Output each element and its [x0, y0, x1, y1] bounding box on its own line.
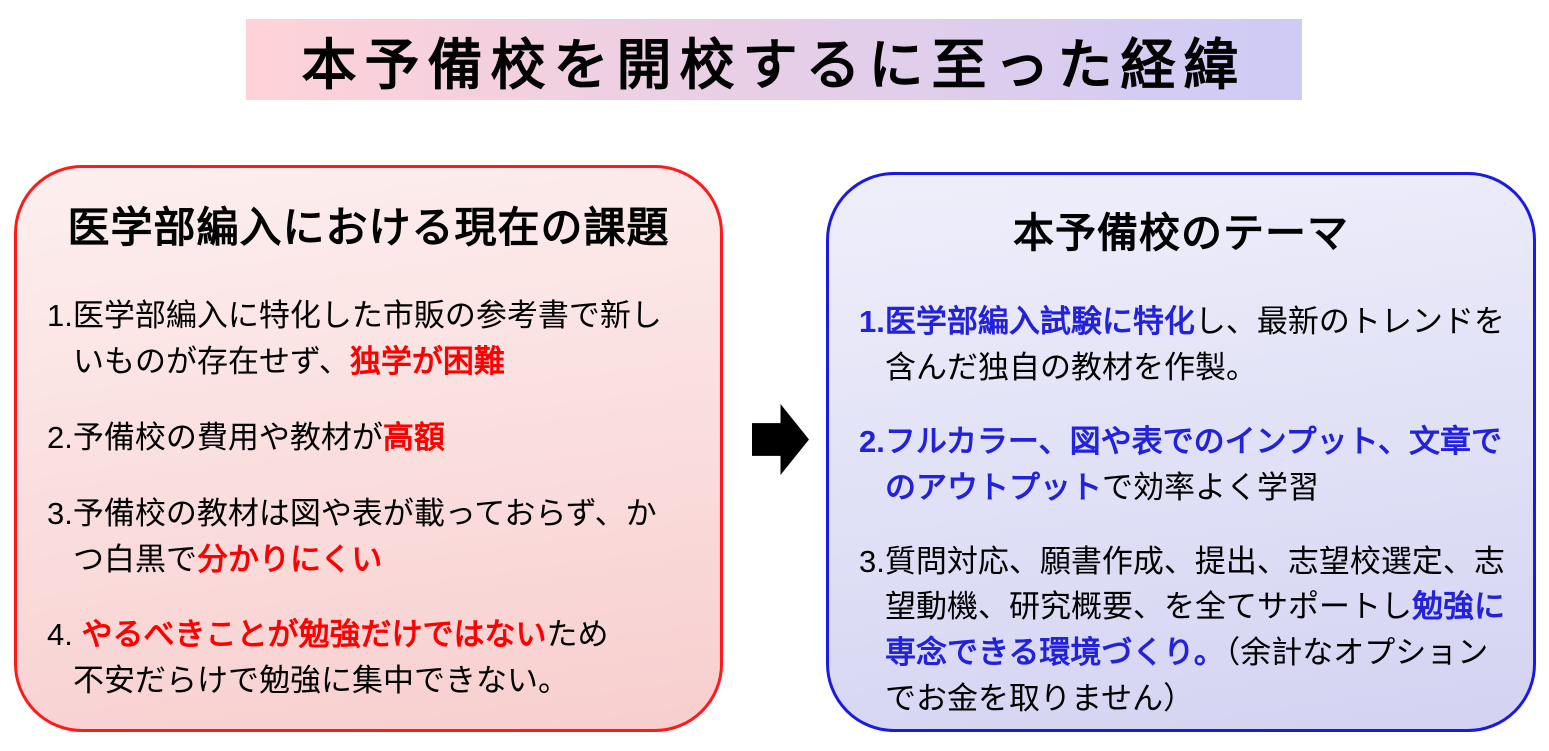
- plain-text: 3.予備校の教材は図や表が載っておらず、か つ白黒で: [47, 495, 657, 577]
- emphasis-text: 分かりにくい: [197, 541, 383, 577]
- problem-item-1: 1.医学部編入に特化した市販の参考書で新し いものが存在せず、独学が困難: [47, 293, 712, 385]
- problems-card: 医学部編入における現在の課題 1.医学部編入に特化した市販の参考書で新し いもの…: [14, 165, 723, 732]
- theme-item-1: 1.医学部編入試験に特化し、最新のトレンドを 含んだ独自の教材を作製。: [859, 299, 1525, 391]
- problems-list: 1.医学部編入に特化した市販の参考書で新し いものが存在せず、独学が困難 2.予…: [17, 293, 720, 704]
- themes-card-heading: 本予備校のテーマ: [1013, 210, 1349, 256]
- themes-card: 本予備校のテーマ 1.医学部編入試験に特化し、最新のトレンドを 含んだ独自の教材…: [826, 172, 1536, 732]
- emphasis-text: 2.フルカラー、図や表でのインプット、文章で のアウトプット: [859, 423, 1503, 505]
- emphasis-text: 1.医学部編入試験に特化: [859, 304, 1195, 339]
- plain-text: ため 不安だらけで勉強に集中できない。: [73, 617, 609, 699]
- plain-text: （余計なオプション でお金を取りません）: [885, 635, 1489, 717]
- plain-text: 3.質問対応、願書作成、提出、志望校選定、志 望動機、研究概要、を全てサポートし: [859, 543, 1505, 625]
- arrow-right-icon: [752, 404, 809, 475]
- emphasis-text: やるべきことが勉強だけではない: [81, 617, 547, 653]
- plain-text: で効率よく学習: [1102, 469, 1319, 505]
- problem-item-3: 3.予備校の教材は図や表が載っておらず、か つ白黒で分かりにくい: [47, 491, 712, 583]
- problems-card-heading: 医学部編入における現在の課題: [67, 204, 670, 251]
- themes-list: 1.医学部編入試験に特化し、最新のトレンドを 含んだ独自の教材を作製。 2.フル…: [829, 299, 1533, 722]
- problem-item-2: 2.予備校の費用や教材が高額: [47, 415, 712, 461]
- page-title: 本予備校を開校するに至った経緯: [301, 33, 1247, 96]
- plain-text: し、最新のトレンドを 含んだ独自の教材を作製。: [885, 304, 1505, 385]
- plain-text: 2.予備校の費用や教材が: [47, 419, 383, 455]
- emphasis-text: 勉強に 専念できる環境づくり。: [885, 589, 1505, 671]
- emphasis-text: 高額: [382, 419, 445, 455]
- theme-item-3: 3.質問対応、願書作成、提出、志望校選定、志 望動機、研究概要、を全てサポートし…: [859, 539, 1525, 723]
- theme-item-2: 2.フルカラー、図や表でのインプット、文章で のアウトプットで効率よく学習: [859, 419, 1525, 511]
- problem-item-4: 4. やるべきことが勉強だけではないため 不安だらけで勉強に集中できない。: [47, 612, 712, 704]
- emphasis-text: 独学が困難: [349, 343, 505, 379]
- plain-text: 4.: [47, 617, 82, 653]
- title-banner: 本予備校を開校するに至った経緯: [246, 19, 1302, 100]
- plain-text: 1.医学部編入に特化した市販の参考書で新し いものが存在せず、: [47, 298, 662, 379]
